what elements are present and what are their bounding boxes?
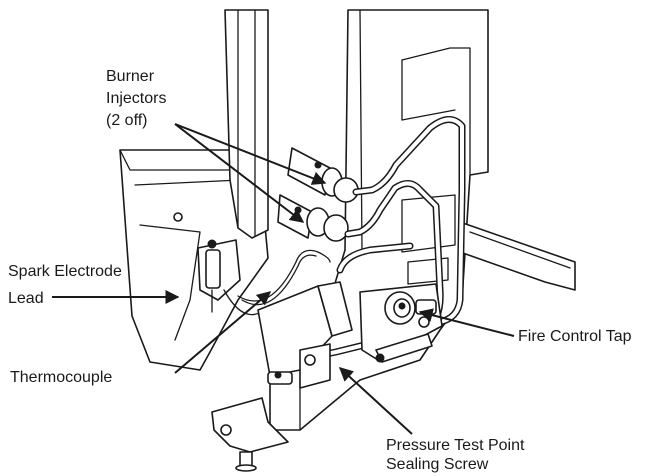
burner-injector-lower bbox=[277, 194, 349, 242]
label-pressure-test-point: Pressure Test Point Sealing Screw bbox=[386, 437, 525, 473]
leader-fire-control-tap bbox=[418, 308, 515, 337]
mounting-bracket-bar bbox=[459, 221, 576, 291]
leader-thermocouple bbox=[174, 291, 272, 374]
label-burner-injectors-line3: (2 off) bbox=[106, 112, 148, 129]
spark-electrode-assembly bbox=[197, 239, 271, 316]
leader-pressure-test-point bbox=[338, 367, 413, 435]
fire-control-tap-body bbox=[359, 283, 443, 363]
label-spark-electrode-line1: Spark Electrode bbox=[8, 263, 122, 280]
label-spark-electrode-line2: Lead bbox=[8, 290, 44, 307]
leader-injector-lower bbox=[174, 123, 305, 223]
leader-injector-upper bbox=[174, 123, 327, 185]
leader-burner-injectors bbox=[174, 123, 327, 223]
label-fire-control-tap: Fire Control Tap bbox=[518, 328, 632, 345]
left-side-panel bbox=[119, 149, 269, 371]
label-pressure-test-line2: Sealing Screw bbox=[386, 456, 489, 473]
label-spark-electrode-lead: Spark Electrode Lead bbox=[8, 263, 122, 307]
label-burner-injectors-line2: Injectors bbox=[106, 90, 166, 107]
left-upright-channel bbox=[224, 9, 269, 239]
foot-bracket bbox=[211, 397, 289, 472]
label-burner-injectors: Burner Injectors (2 off) bbox=[106, 68, 166, 129]
label-burner-injectors-line1: Burner bbox=[106, 68, 155, 85]
label-thermocouple: Thermocouple bbox=[10, 369, 112, 386]
gas-control-valve bbox=[257, 281, 353, 389]
label-pressure-test-line1: Pressure Test Point bbox=[386, 437, 525, 454]
